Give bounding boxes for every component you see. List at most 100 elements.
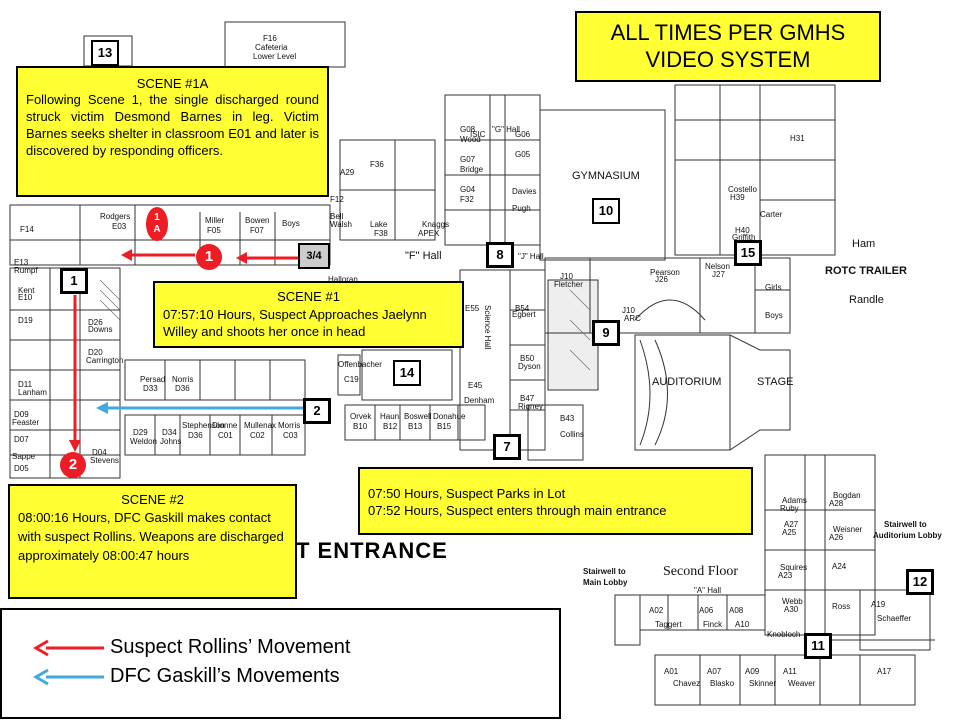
room-label: B50 bbox=[520, 354, 535, 363]
room-label: Walsh bbox=[330, 220, 352, 229]
room-label: A08 bbox=[729, 606, 744, 615]
room-label: Rigney bbox=[518, 402, 543, 411]
scene-1-title: SCENE #1 bbox=[277, 289, 340, 304]
video-system-title-box: ALL TIMES PER GMHS VIDEO SYSTEM bbox=[575, 11, 881, 82]
main-entrance-label: T ENTRANCE bbox=[296, 538, 448, 563]
room-label: Skinner bbox=[749, 679, 777, 688]
ham-label: Ham bbox=[852, 238, 876, 250]
room-label: Offenbacher bbox=[338, 360, 382, 369]
rollins-arrowhead bbox=[69, 440, 81, 452]
j-hall-label: "J" Hall bbox=[518, 252, 544, 261]
room-label: ISIC bbox=[470, 130, 486, 139]
a-hall-label: "A" Hall bbox=[694, 586, 722, 595]
room-label: Johns bbox=[160, 437, 182, 446]
title-line-1: ALL TIMES PER GMHS bbox=[610, 20, 846, 45]
room-label: J10 bbox=[560, 272, 573, 281]
gaskill-arrowhead bbox=[96, 402, 108, 414]
room-label: Lake bbox=[370, 220, 388, 229]
auditorium-outline bbox=[634, 334, 791, 451]
room-label: Pugh bbox=[512, 204, 531, 213]
legend-gaskill-label: DFC Gaskill’s Movements bbox=[110, 665, 340, 687]
room-label: Sappe bbox=[12, 452, 36, 461]
arrival-line-2: 07:52 Hours, Suspect enters through main… bbox=[368, 503, 667, 518]
room-label: B15 bbox=[437, 422, 452, 431]
room-label: Collins bbox=[560, 430, 585, 439]
room-label: Fletcher bbox=[554, 280, 583, 289]
arrival-callout: 07:50 Hours, Suspect Parks in Lot 07:52 … bbox=[358, 467, 753, 535]
room-label: Griffith bbox=[732, 233, 756, 242]
room-label: C01 bbox=[218, 431, 233, 440]
room-label: D11 bbox=[18, 380, 33, 389]
room-label: Mullenax bbox=[244, 421, 277, 430]
room-label: A01 bbox=[664, 667, 679, 676]
room-label: J26 bbox=[655, 275, 668, 284]
h-wing-outline bbox=[674, 84, 836, 256]
room-label: APEX bbox=[418, 229, 440, 238]
room-label: C19 bbox=[344, 375, 359, 384]
room-label: Taggert bbox=[655, 620, 682, 629]
room-label: Stevens bbox=[90, 456, 119, 465]
room-label: B54 bbox=[515, 304, 530, 313]
room-label: Haun bbox=[380, 412, 400, 421]
courtyard-14-outline bbox=[361, 349, 453, 401]
room-label: Knaggs bbox=[422, 220, 450, 229]
room-label: D33 bbox=[143, 384, 158, 393]
area-15-badge: 15 bbox=[734, 240, 762, 266]
scene-1a-title: SCENE #1A bbox=[136, 76, 209, 91]
room-label: Davies bbox=[512, 187, 537, 196]
stage-label: STAGE bbox=[757, 376, 794, 388]
room-label: Boys bbox=[765, 311, 783, 320]
room-label: F14 bbox=[20, 225, 34, 234]
area-3-4-badge: 3/4 bbox=[298, 243, 330, 269]
room-label: Dionne bbox=[212, 421, 238, 430]
room-label: Kent bbox=[18, 286, 35, 295]
scene-1-line-2: Willey and shoots her once in head bbox=[163, 324, 366, 339]
room-label: Schaeffer bbox=[877, 614, 912, 623]
room-label: D19 bbox=[18, 316, 33, 325]
scene-1a-marker-number: 1 bbox=[154, 212, 160, 223]
room-label: Lanham bbox=[18, 388, 47, 397]
b-classrooms-outline bbox=[344, 404, 486, 441]
room-label: Orvek bbox=[350, 412, 372, 421]
room-label: Miller bbox=[205, 216, 225, 225]
room-label: E55 bbox=[465, 304, 480, 313]
room-label: Carrington bbox=[86, 356, 124, 365]
room-label: H40 bbox=[735, 226, 750, 235]
cafeteria-sublabel: Lower Level bbox=[253, 52, 297, 61]
c-classrooms-outline bbox=[124, 414, 306, 456]
area-8-badge: 8 bbox=[486, 242, 514, 268]
room-label: Halloran bbox=[328, 275, 358, 284]
room-label: Rumpf bbox=[14, 266, 38, 275]
room-label: F38 bbox=[374, 229, 388, 238]
room-label: Donahue bbox=[433, 412, 466, 421]
arrival-line-1: 07:50 Hours, Suspect Parks in Lot bbox=[368, 486, 566, 501]
room-label: A27 bbox=[784, 520, 799, 529]
room-label: Costello bbox=[728, 185, 757, 194]
room-label: B43 bbox=[560, 414, 575, 423]
area-7-badge: 7 bbox=[493, 434, 521, 460]
room-label: Carter bbox=[760, 210, 783, 219]
room-label: F07 bbox=[250, 226, 264, 235]
room-label: Chavez bbox=[673, 679, 701, 688]
room-label: A06 bbox=[699, 606, 714, 615]
area-1-badge: 1 bbox=[60, 268, 88, 294]
scene-1a-text: Following Scene 1, the single discharged… bbox=[26, 92, 319, 158]
scene-2-marker: 2 bbox=[60, 452, 86, 478]
room-label: A10 bbox=[735, 620, 750, 629]
area-14-badge: 14 bbox=[393, 360, 421, 386]
randle-label: Randle bbox=[849, 294, 884, 306]
movement-legend: Suspect Rollins’ Movement DFC Gaskill’s … bbox=[0, 608, 561, 719]
room-label: D20 bbox=[88, 348, 103, 357]
room-label: A17 bbox=[877, 667, 892, 676]
room-label: Downs bbox=[88, 325, 113, 334]
scene-1a-marker-letter: A bbox=[153, 224, 161, 235]
rollins-arrowhead bbox=[236, 252, 247, 264]
room-label: H31 bbox=[790, 134, 805, 143]
room-label: F05 bbox=[207, 226, 221, 235]
science-hall-label: Science Hall bbox=[483, 305, 492, 350]
room-label: G07 bbox=[460, 155, 476, 164]
room-label: Weisner bbox=[833, 525, 863, 534]
room-label: Ross bbox=[832, 602, 851, 611]
stairwell-aud-label2: Auditorium Lobby bbox=[873, 531, 942, 540]
scene-2-text: 08:00:16 Hours, DFC Gaskill makes contac… bbox=[18, 510, 284, 563]
